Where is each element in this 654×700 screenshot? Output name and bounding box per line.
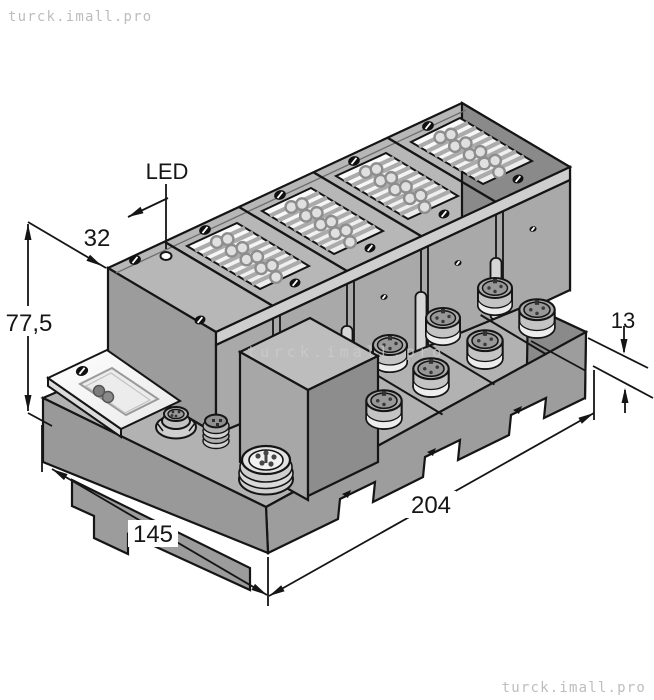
dimension-lines bbox=[6, 184, 654, 606]
gateway-connectors bbox=[75, 366, 294, 496]
dimension-labels: LED 32 77,5 13 204 145 bbox=[6, 159, 636, 548]
watermark-bottom-right: turck.imall.pro bbox=[502, 680, 646, 696]
dimension-arrowheads bbox=[24, 206, 629, 596]
dim-label-station-length: 204 bbox=[411, 492, 451, 519]
dim-label-module-width: 32 bbox=[84, 225, 111, 252]
dim-label-station-height: 77,5 bbox=[6, 310, 53, 337]
io-module-labels bbox=[129, 116, 537, 431]
m12-connectors-front-row bbox=[365, 298, 556, 430]
led-callout-label: LED bbox=[146, 159, 189, 184]
dim-label-base-step: 13 bbox=[611, 308, 635, 333]
watermark-center: turck.imall.pro bbox=[247, 343, 445, 361]
dim-label-station-depth: 145 bbox=[133, 521, 173, 548]
watermark-top-left: turck.imall.pro bbox=[8, 9, 152, 25]
watermarks: turck.imall.pro turck.imall.pro turck.im… bbox=[8, 9, 646, 696]
m12-connectors-rear-row bbox=[372, 277, 513, 373]
